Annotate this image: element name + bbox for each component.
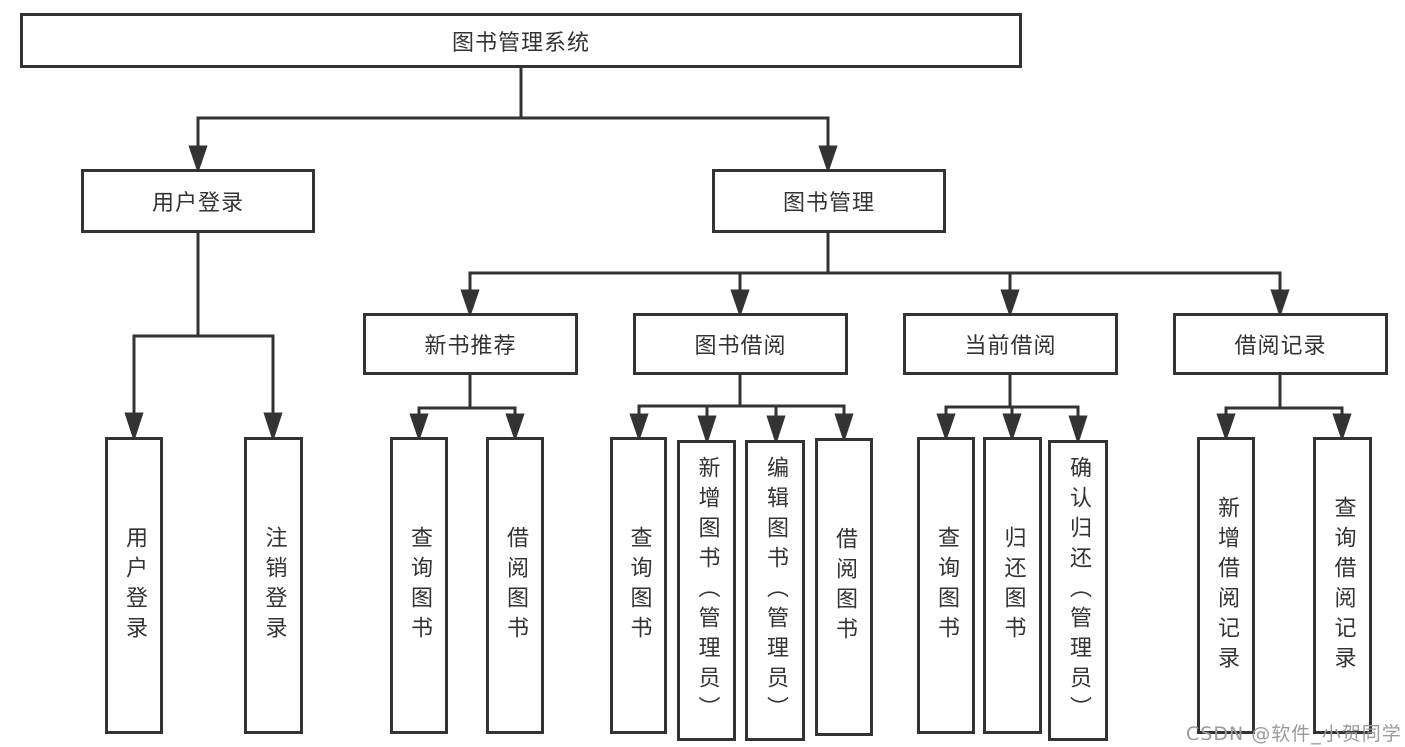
arrowhead-icon bbox=[460, 289, 480, 318]
arrowhead-icon bbox=[409, 413, 429, 442]
node-current-borrow: 当前借阅 bbox=[903, 313, 1118, 375]
leaf-borrow-borrow: 借阅图书 bbox=[815, 438, 873, 736]
leaf-new-books-borrow: 借阅图书 bbox=[486, 437, 544, 734]
node-book-mgmt: 图书管理 bbox=[712, 169, 946, 233]
leaf-current-query: 查询图书 bbox=[917, 437, 975, 734]
arrowhead-icon bbox=[1000, 289, 1020, 318]
node-new-books: 新书推荐 bbox=[363, 313, 578, 375]
arrowhead-icon bbox=[1002, 413, 1022, 442]
watermark: CSDN @软件_小贺同学 bbox=[1186, 723, 1402, 745]
leaf-records-query: 查询借阅记录 bbox=[1313, 437, 1372, 734]
connector-root bbox=[188, 68, 838, 174]
leaf-borrow-query: 查询图书 bbox=[610, 437, 667, 734]
connector-current-borrow bbox=[936, 375, 1088, 445]
connector-book-borrow bbox=[629, 375, 854, 445]
leaf-borrow-add-admin: 新增图书（管理员） bbox=[677, 440, 736, 741]
node-user-login: 用户登录 bbox=[81, 169, 315, 233]
arrowhead-icon bbox=[1068, 415, 1088, 445]
connector-new-books bbox=[409, 375, 525, 442]
arrowhead-icon bbox=[188, 145, 208, 174]
arrowhead-icon bbox=[263, 412, 283, 442]
arrowhead-icon bbox=[629, 413, 649, 442]
leaf-borrow-edit-admin: 编辑图书（管理员） bbox=[745, 440, 805, 741]
leaf-records-add: 新增借阅记录 bbox=[1197, 437, 1255, 734]
arrowhead-icon bbox=[818, 145, 838, 174]
arrowhead-icon bbox=[505, 413, 525, 442]
leaf-user-login: 用户登录 bbox=[105, 437, 163, 734]
leaf-new-books-query: 查询图书 bbox=[390, 437, 448, 734]
connector-borrow-records bbox=[1216, 375, 1352, 442]
connector-user-login bbox=[124, 233, 283, 442]
leaf-logout: 注销登录 bbox=[244, 437, 303, 734]
arrowhead-icon bbox=[766, 415, 786, 445]
leaf-current-confirm-admin: 确认归还（管理员） bbox=[1048, 440, 1108, 741]
arrowhead-icon bbox=[1270, 289, 1290, 318]
arrowhead-icon bbox=[936, 413, 956, 442]
node-root: 图书管理系统 bbox=[20, 13, 1022, 68]
node-borrow-records: 借阅记录 bbox=[1173, 313, 1388, 375]
arrowhead-icon bbox=[834, 413, 854, 443]
arrowhead-icon bbox=[730, 289, 750, 318]
connector-book-mgmt bbox=[460, 233, 1290, 318]
arrowhead-icon bbox=[124, 412, 144, 442]
arrowhead-icon bbox=[1216, 413, 1236, 442]
leaf-current-return: 归还图书 bbox=[983, 437, 1042, 734]
node-book-borrow: 图书借阅 bbox=[633, 313, 848, 375]
arrowhead-icon bbox=[1332, 413, 1352, 442]
arrowhead-icon bbox=[697, 415, 717, 445]
